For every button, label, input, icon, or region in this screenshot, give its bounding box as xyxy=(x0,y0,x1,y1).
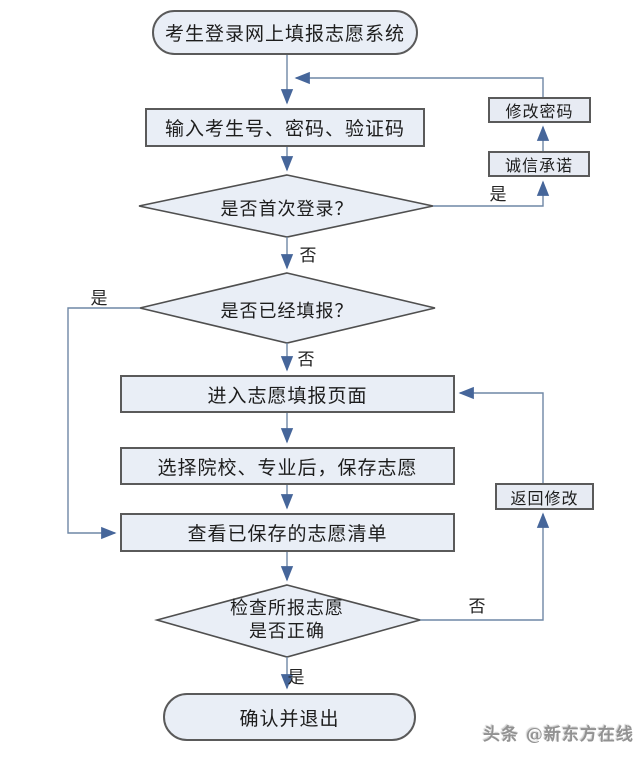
edge-label-already-filled-no: 否 xyxy=(297,350,315,370)
decision-first-login-label: 是否首次登录？ xyxy=(220,199,354,220)
node-return-modify: 返回修改 xyxy=(495,483,594,510)
node-input-credentials: 输入考生号、密码、验证码 xyxy=(145,108,425,147)
edge-label-check-yes: 是 xyxy=(287,668,305,688)
decision-check-line1: 检查所报志愿 xyxy=(230,598,344,619)
connector-firstlogin-yes-to-pledge xyxy=(433,180,550,207)
edge-label-already-filled-yes: 是 xyxy=(90,289,108,309)
edge-label-first-login-no: 否 xyxy=(299,246,317,266)
node-change-password: 修改密码 xyxy=(488,97,591,123)
node-enter-filling-page: 进入志愿填报页面 xyxy=(120,375,455,413)
decision-check-correct-label: 检查所报志愿 是否正确 xyxy=(212,597,362,643)
edge-label-first-login-yes: 是 xyxy=(489,185,507,205)
connector-filled-yes-to-viewlist xyxy=(67,307,140,540)
connector-modify-to-enterpage xyxy=(458,386,544,483)
connector-check-no-to-modify xyxy=(420,512,550,621)
connector-changepwd-to-merge xyxy=(294,71,544,97)
decision-check-line2: 是否正确 xyxy=(249,621,325,642)
node-login-terminator: 考生登录网上填报志愿系统 xyxy=(152,10,418,55)
decision-already-filled-label: 是否已经填报？ xyxy=(220,301,354,322)
toutiao-watermark: 头条 @新东方在线 xyxy=(483,725,634,745)
node-select-and-save: 选择院校、专业后，保存志愿 xyxy=(120,447,455,485)
node-integrity-pledge: 诚信承诺 xyxy=(488,151,590,177)
edge-label-check-no: 否 xyxy=(468,597,486,617)
node-view-saved-list: 查看已保存的志愿清单 xyxy=(120,513,455,552)
node-confirm-exit-terminator: 确认并退出 xyxy=(163,693,416,741)
